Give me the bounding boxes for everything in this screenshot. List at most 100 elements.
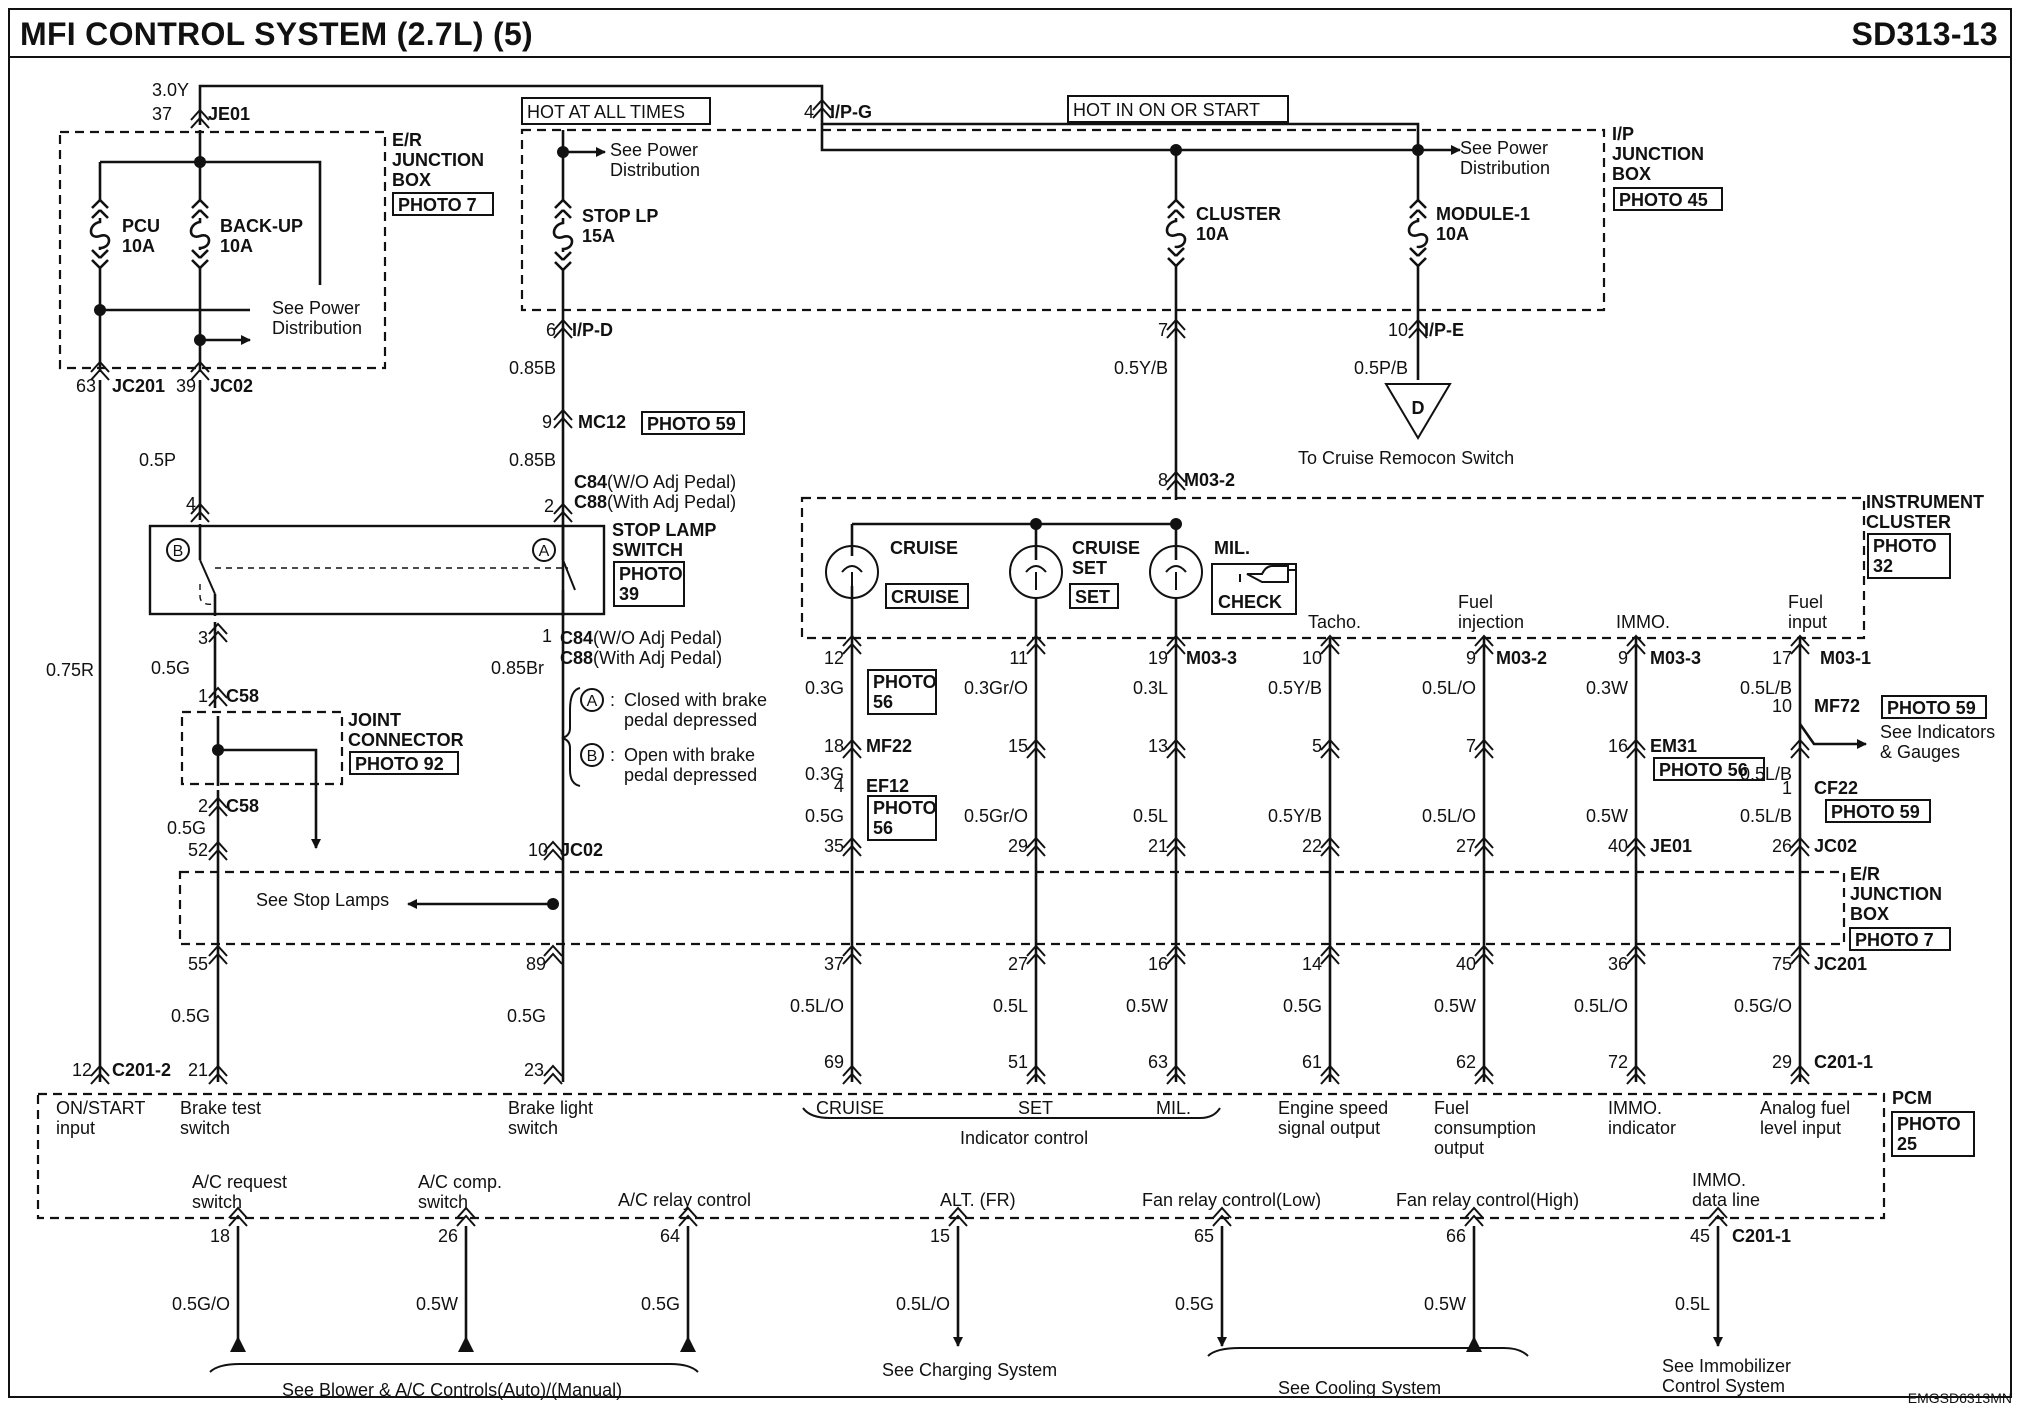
- column-label: 0.5L: [1133, 806, 1168, 826]
- connector-pin-icon: [553, 408, 573, 429]
- title-bar: MFI CONTROL SYSTEM (2.7L) (5) SD313-13: [8, 8, 2012, 58]
- see-power-label: See Power: [610, 140, 698, 160]
- switch-contacts: [199, 559, 576, 595]
- fuse-label: BACK-UP: [220, 216, 303, 236]
- connector-pin-icon: [842, 1064, 862, 1085]
- photo-box: [392, 192, 494, 216]
- pcm-pin-label: Brake light: [508, 1098, 593, 1118]
- see-immobilizer-label: See Immobilizer: [1662, 1356, 1791, 1376]
- column-label: 0.5G/O: [1734, 996, 1792, 1016]
- tacho-label: Tacho.: [1308, 612, 1361, 632]
- connector-pin-icon: [1474, 738, 1494, 759]
- fuse-icon: [1407, 199, 1429, 267]
- column-label: 4: [834, 776, 844, 796]
- wire-see-power-stop: [561, 130, 606, 157]
- fuse-label: STOP LP: [582, 206, 658, 226]
- ip-box-label: I/P: [1612, 124, 1634, 144]
- column-label: 15: [1008, 736, 1028, 756]
- connector-pin-icon: [842, 738, 862, 759]
- column-label: 62: [1456, 1052, 1476, 1072]
- column-label: 56: [873, 818, 893, 838]
- connector-d-label: D: [1412, 398, 1425, 418]
- switch-marker-a-label: A: [539, 543, 550, 560]
- legend-text: Closed with brake: [624, 690, 767, 710]
- pin-label: 12: [72, 1060, 92, 1080]
- mil-lamp-label: MIL.: [1214, 538, 1250, 558]
- photo-label: PHOTO: [619, 564, 683, 584]
- photo-box: [1881, 695, 1987, 719]
- connector-pin-icon: [1626, 738, 1646, 759]
- connector-d-triangle: [1384, 383, 1452, 440]
- legend-marker-b: [580, 743, 604, 767]
- connector-label: M03-3: [1186, 648, 1237, 668]
- column-label: 27: [1456, 836, 1476, 856]
- column-label: PHOTO: [873, 672, 937, 692]
- to-cruise-label: To Cruise Remocon Switch: [1298, 448, 1514, 468]
- pcm-pin-label: indicator: [1608, 1118, 1676, 1138]
- column-label: 40: [1608, 836, 1628, 856]
- legend-text: pedal depressed: [624, 765, 757, 785]
- pin-label: 7: [1158, 320, 1168, 340]
- photo-label: 25: [1897, 1134, 1917, 1154]
- connector-label: M03-3: [1650, 648, 1701, 668]
- see-power-label: Distribution: [272, 318, 362, 338]
- mil-lamp: [1149, 545, 1203, 599]
- column-label: 0.5W: [1126, 996, 1168, 1016]
- connector-pin-icon: [208, 944, 228, 965]
- bottom-wire-label: 0.5L: [1675, 1294, 1710, 1314]
- photo-label: PHOTO 7: [398, 195, 477, 215]
- column-label: 72: [1608, 1052, 1628, 1072]
- column-label: 29: [1008, 836, 1028, 856]
- pcm-pin-label: IMMO.: [1692, 1170, 1746, 1190]
- legend-colon: :: [610, 745, 615, 765]
- column-label: CF22: [1814, 778, 1858, 798]
- cluster-label: INSTRUMENT: [1866, 492, 1984, 512]
- arrow-up-icon: [1466, 1336, 1482, 1352]
- wire-er-bus: [100, 130, 322, 285]
- photo-label: 32: [1873, 556, 1893, 576]
- column-label: 9: [1618, 648, 1628, 668]
- er-box-label: BOX: [392, 170, 431, 190]
- photo-label: PHOTO 92: [355, 754, 444, 774]
- er-box-label: E/R: [392, 130, 422, 150]
- column-label: 36: [1608, 954, 1628, 974]
- connector-pin-icon: [1026, 836, 1046, 857]
- ip-junction-box: [520, 128, 1606, 312]
- fuse-icon: [552, 199, 574, 271]
- pin-label: 2: [198, 796, 208, 816]
- brace-cooling: [1207, 1347, 1529, 1357]
- column-label: PHOTO 59: [1887, 698, 1976, 718]
- splice-stop-lamps: [547, 898, 559, 910]
- er-box-label: E/R: [1850, 864, 1880, 884]
- connector-pin-icon: [1026, 634, 1046, 655]
- column-label: MF72: [1814, 696, 1860, 716]
- column-label: 0.5Y/B: [1268, 678, 1322, 698]
- connector-pin-icon: [190, 108, 210, 129]
- splice-cluster: [1170, 144, 1182, 156]
- pin-label: 10: [1388, 320, 1408, 340]
- cruise-set-lamp-label: SET: [1072, 558, 1107, 578]
- connector-label: C201-2: [112, 1060, 171, 1080]
- column-label: 61: [1302, 1052, 1322, 1072]
- hot-all-times-label: HOT AT ALL TIMES: [527, 102, 685, 122]
- pcm-pin-label: Indicator control: [960, 1128, 1088, 1148]
- splice-backup: [194, 334, 206, 346]
- splice-stop: [557, 146, 569, 158]
- cruise-indicator-box: [885, 583, 969, 609]
- cruise-set-lamp: [1009, 545, 1063, 599]
- column-label: EM31: [1650, 736, 1697, 756]
- fuse-label: PCU: [122, 216, 160, 236]
- bottom-pin: 64: [660, 1226, 680, 1246]
- fuel-injection-label: injection: [1458, 612, 1524, 632]
- connector-label: C58: [226, 796, 259, 816]
- wire-label: 0.5P: [139, 450, 176, 470]
- pcm-pin-label: A/C request: [192, 1172, 287, 1192]
- photo-label: PHOTO 7: [1855, 930, 1934, 950]
- column-label: 0.5L/B: [1740, 764, 1792, 784]
- see-power-label: Distribution: [1460, 158, 1550, 178]
- pin-label: 89: [526, 954, 546, 974]
- arrow-up-icon: [680, 1336, 696, 1352]
- connector-pin-icon: [543, 840, 563, 861]
- bottom-pin-labels: 180.5G/O260.5W640.5G150.5L/O650.5G660.5W…: [172, 1226, 1791, 1314]
- column-label: 0.5L/O: [1422, 806, 1476, 826]
